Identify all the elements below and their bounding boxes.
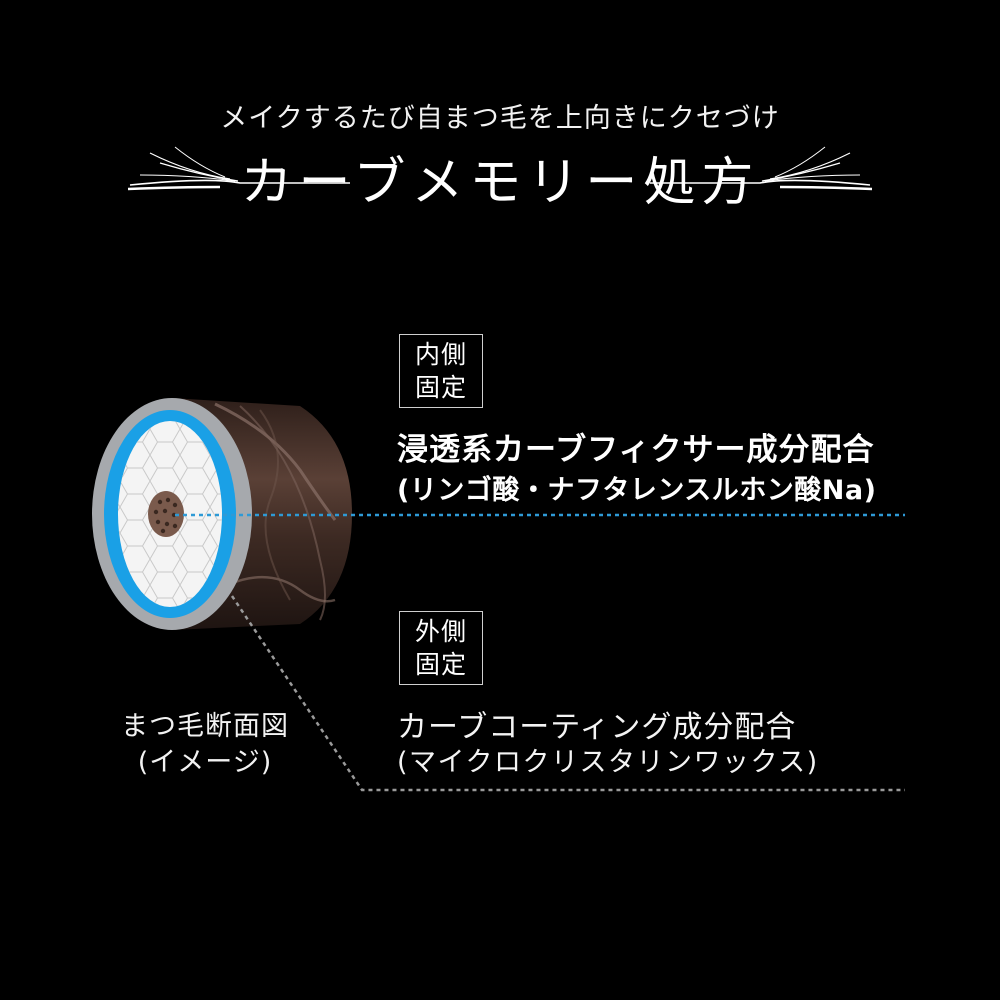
inner-ingredient-name: 浸透系カーブフィクサー成分配合 [397, 432, 875, 468]
outer-ingredient-detail: (マイクロクリスタリンワックス) [397, 747, 819, 778]
lash-ornament-left-icon [127, 146, 350, 191]
outer-tag-line2: 固定 [414, 650, 467, 679]
outer-fix-tag: 外側 固定 [399, 611, 483, 685]
lash-ornament-right-icon [650, 146, 873, 191]
subtitle: メイクするたび自まつ毛を上向きにクセづけ [220, 103, 780, 134]
outer-tag-line1: 外側 [414, 617, 467, 646]
outer-leader-line [230, 595, 905, 792]
inner-ingredient-detail: (リンゴ酸・ナフタレンスルホン酸Na) [397, 475, 877, 506]
outer-ingredient-name: カーブコーティング成分配合 [397, 710, 797, 745]
inner-tag-line2: 固定 [414, 373, 467, 402]
inner-tag-line1: 内側 [414, 340, 467, 369]
inner-fix-tag: 内側 固定 [399, 334, 483, 408]
cross-section-label: まつ毛断面図 [121, 711, 289, 742]
cross-section-label-note: (イメージ) [137, 747, 273, 778]
